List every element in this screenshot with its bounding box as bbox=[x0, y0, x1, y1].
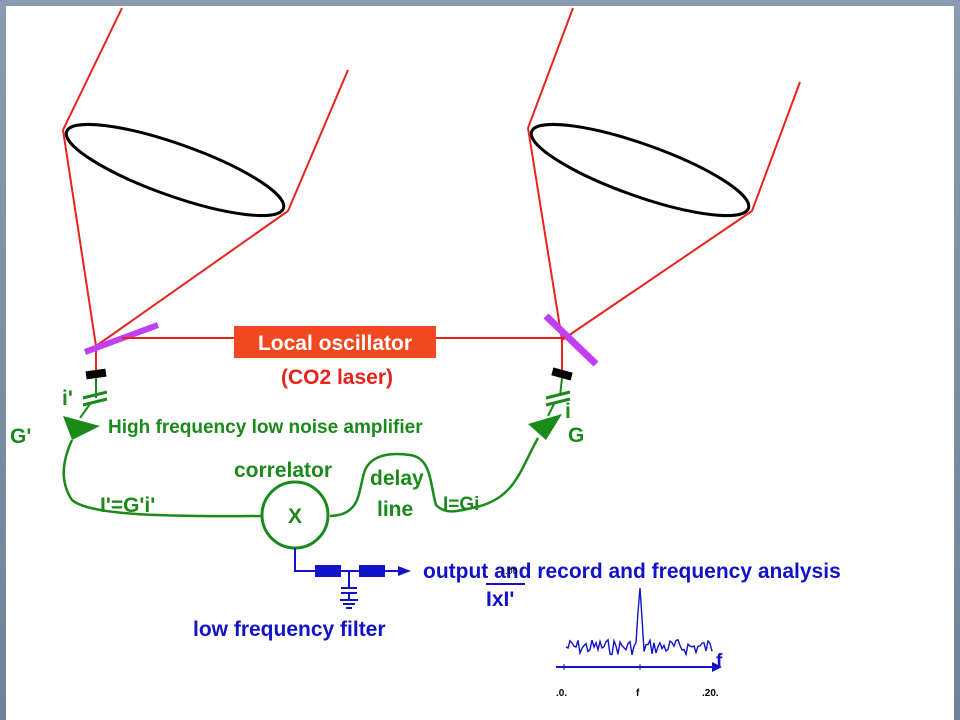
filter-label: low frequency filter bbox=[193, 618, 386, 641]
current-left-label: i' bbox=[62, 387, 73, 410]
right-beam-converge-b bbox=[561, 210, 753, 341]
delay-line-label-1: delay bbox=[370, 467, 424, 490]
right-capacitor-plate-b bbox=[545, 397, 571, 407]
left-detector bbox=[63, 368, 108, 440]
diagram-canvas: Local oscillator (CO2 laser) X i' i G' G… bbox=[6, 6, 954, 720]
spectrum-tick-label-20: .20. bbox=[702, 688, 719, 699]
signal-right-label: I=Gi bbox=[443, 494, 479, 515]
right-signal-cable bbox=[329, 437, 540, 518]
left-beam-converge-a bbox=[62, 129, 97, 347]
current-right-label: i bbox=[565, 400, 571, 423]
gain-left-label: G' bbox=[10, 425, 31, 448]
right-beam-converge-a bbox=[527, 127, 563, 341]
right-capacitor-plate-a bbox=[545, 390, 571, 400]
low-frequency-filter-circuit bbox=[294, 548, 411, 609]
signal-left-label: I'=G'i' bbox=[100, 494, 155, 517]
spectrum-trace bbox=[565, 587, 713, 657]
spectrum-inset: f .0. f .20. bbox=[556, 587, 723, 699]
amplifier-label: High frequency low noise amplifier bbox=[108, 417, 423, 438]
left-telescope bbox=[62, 7, 349, 372]
spectrum-axis-label: f bbox=[716, 651, 723, 672]
filter-inductor-1 bbox=[315, 565, 341, 577]
filter-inductor-2 bbox=[359, 565, 385, 577]
left-amplifier-icon bbox=[63, 416, 100, 440]
left-capacitor-lead bbox=[79, 403, 91, 419]
left-beam-outer-right bbox=[287, 69, 349, 212]
signal-cables bbox=[62, 437, 540, 518]
right-detector bbox=[528, 367, 573, 440]
output-arrowhead bbox=[398, 566, 411, 576]
left-photodiode bbox=[85, 368, 107, 380]
correlator-symbol: X bbox=[288, 505, 302, 528]
left-capacitor-plate-a bbox=[82, 390, 108, 400]
spectrum-tick-label-f: f bbox=[636, 688, 640, 699]
co2-laser-label: (CO2 laser) bbox=[281, 366, 393, 389]
right-telescope bbox=[527, 7, 801, 372]
output-wire bbox=[294, 548, 402, 572]
gain-right-label: G bbox=[568, 424, 584, 447]
intensity-interferometer-diagram: Local oscillator (CO2 laser) X i' i G' G… bbox=[10, 7, 841, 699]
spectrum-tick-label-0: .0. bbox=[556, 688, 567, 699]
right-mirror bbox=[543, 313, 599, 367]
right-amplifier-icon bbox=[528, 414, 562, 440]
left-telescope-dish bbox=[64, 122, 286, 218]
left-beam-outer-left bbox=[62, 7, 123, 131]
left-signal-cable bbox=[62, 439, 263, 518]
right-beam-outer-left bbox=[527, 7, 574, 129]
output-label: output and record and frequency analysis bbox=[423, 560, 841, 583]
delay-line-label-2: line bbox=[377, 498, 413, 521]
left-mirror bbox=[83, 322, 160, 355]
spectrum-y-tick: 1.00 bbox=[500, 566, 518, 576]
product-label: IxI' bbox=[486, 588, 514, 611]
right-telescope-dish bbox=[529, 122, 751, 218]
right-capacitor-lead bbox=[547, 403, 555, 417]
local-oscillator-label: Local oscillator bbox=[258, 332, 412, 355]
left-beam-converge-b bbox=[95, 210, 289, 347]
local-oscillator-box bbox=[234, 326, 436, 358]
correlator-label: correlator bbox=[234, 459, 332, 482]
spectrum-axis-arrowhead bbox=[712, 662, 722, 672]
right-beam-outer-right bbox=[751, 81, 801, 212]
right-photodiode bbox=[551, 367, 573, 381]
left-capacitor-plate-b bbox=[82, 397, 108, 407]
